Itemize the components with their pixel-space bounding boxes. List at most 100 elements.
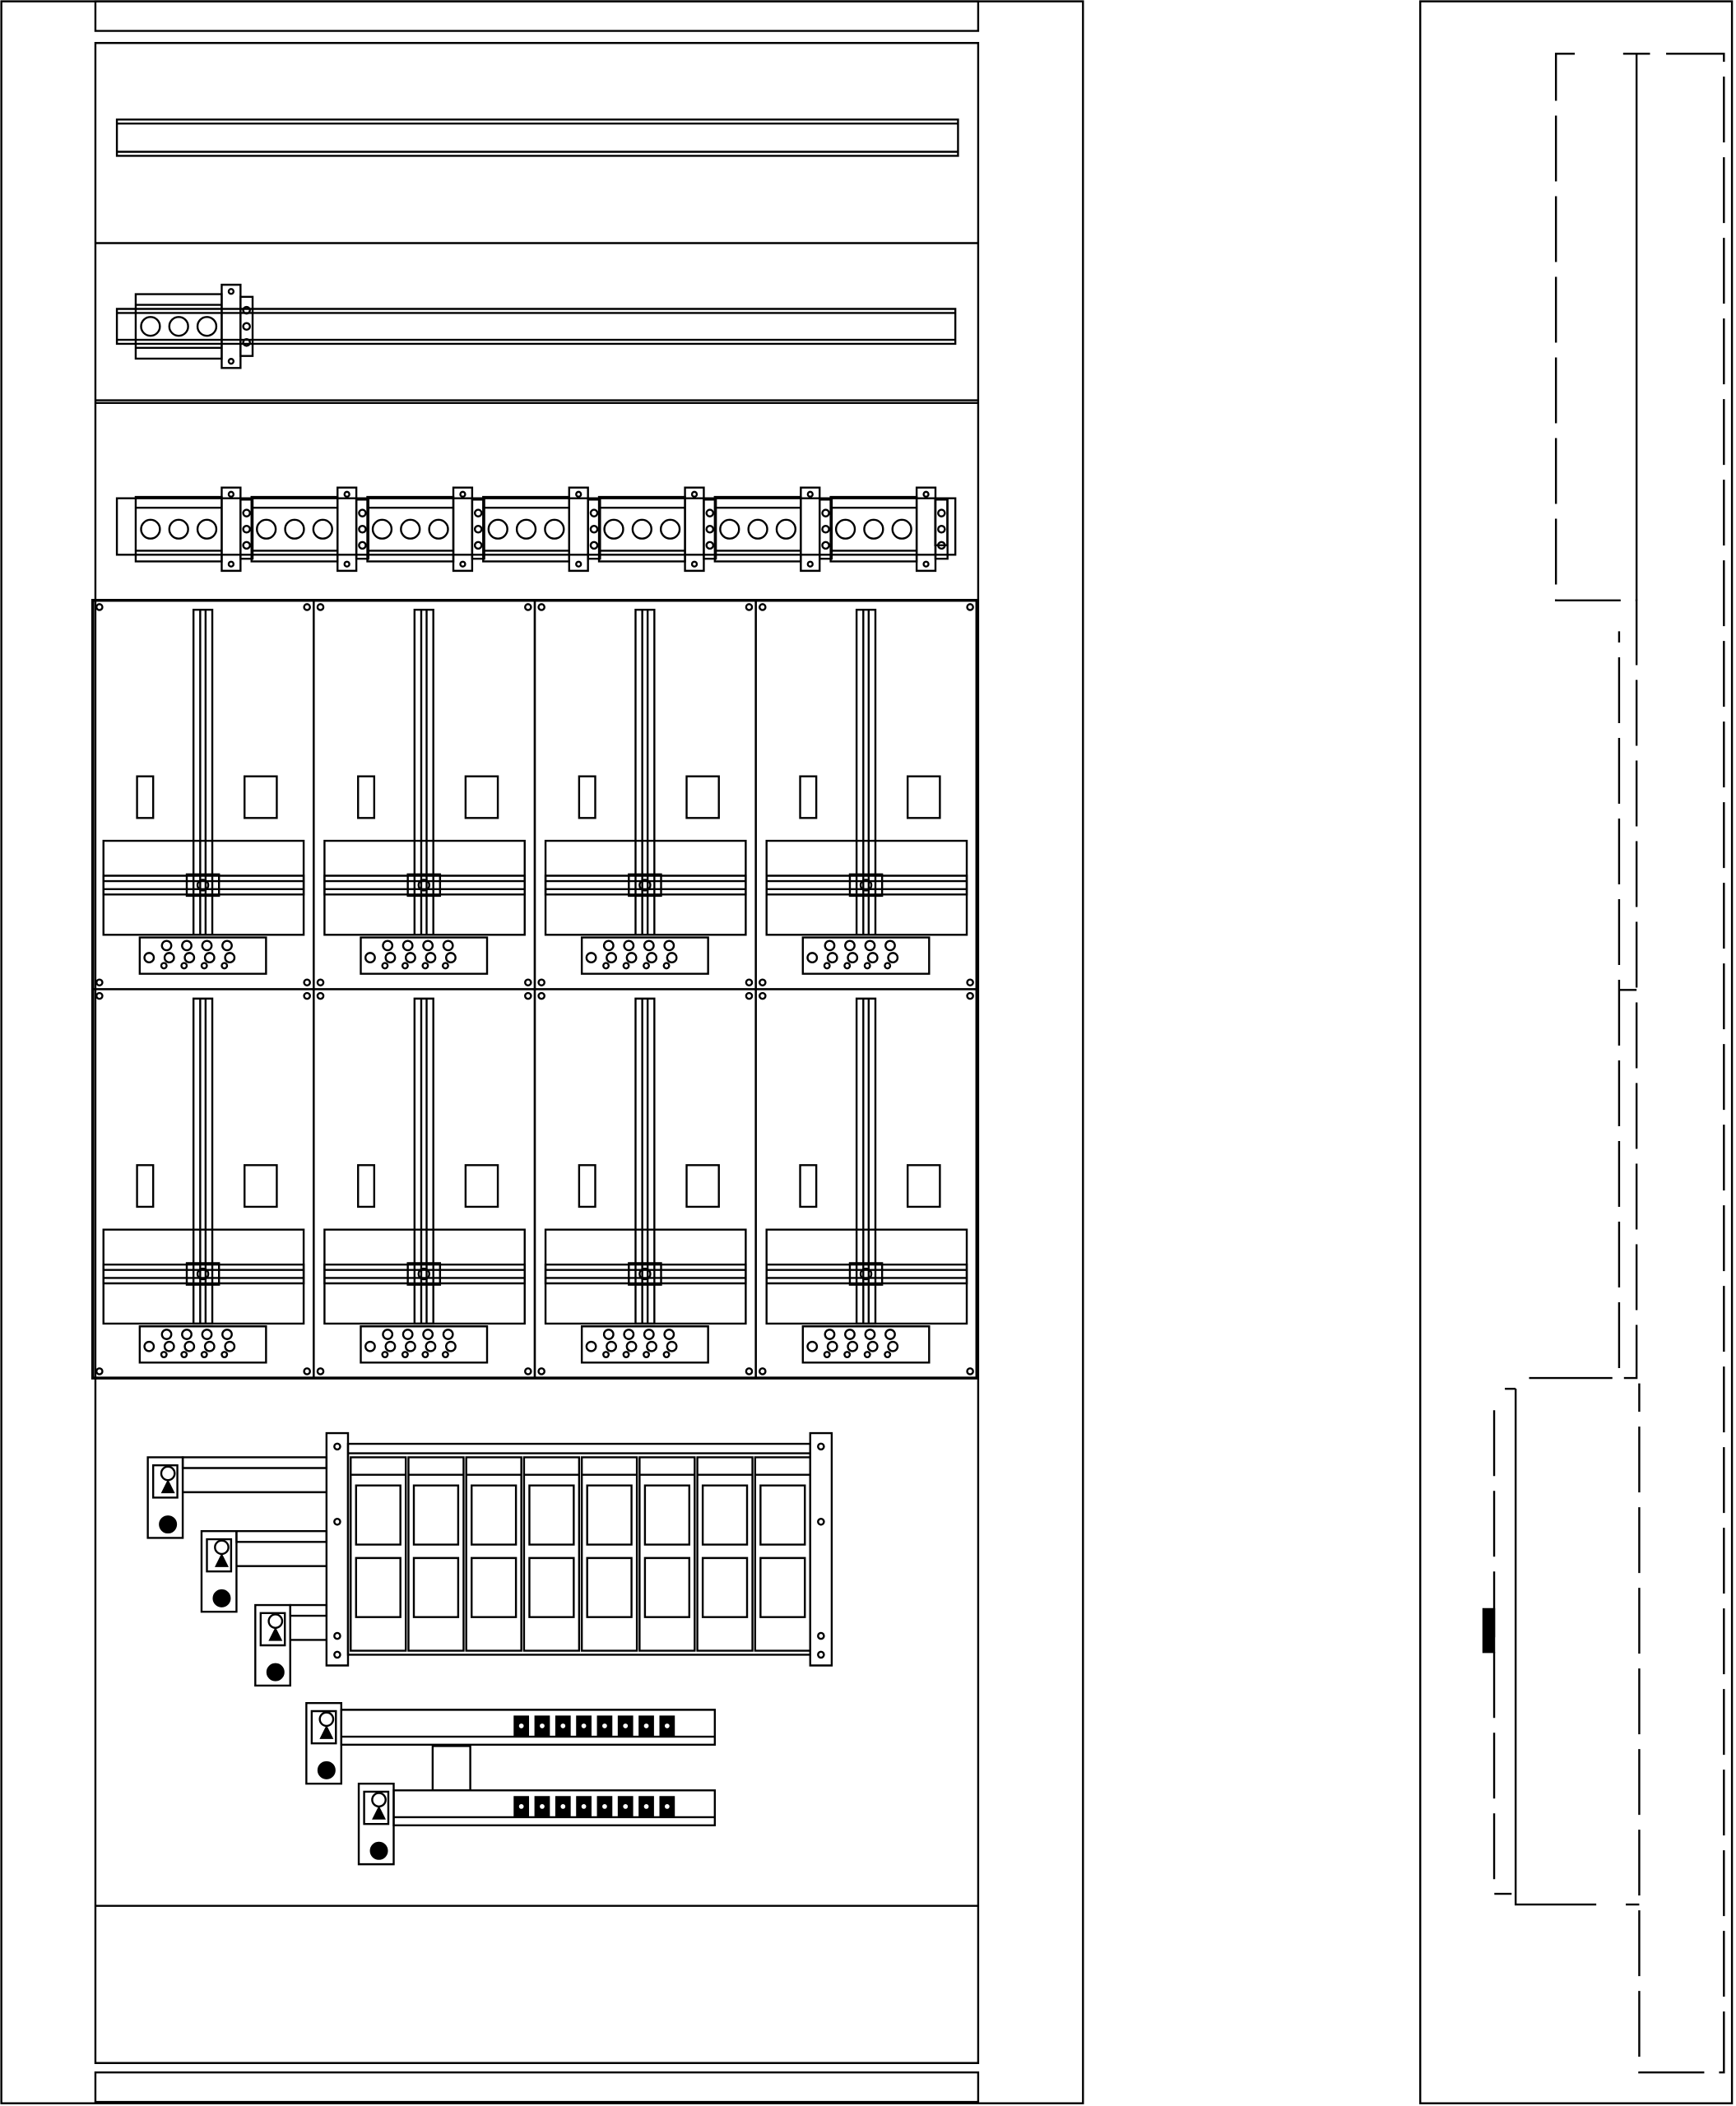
terminal-hole bbox=[202, 1329, 211, 1338]
terminal-hole bbox=[165, 1342, 174, 1351]
terminal-hole bbox=[406, 953, 415, 962]
clamp-screw bbox=[938, 510, 945, 517]
lug-body bbox=[148, 1457, 183, 1538]
terminal-hole bbox=[383, 1329, 392, 1338]
lug-clamp bbox=[261, 1613, 285, 1645]
bar-body bbox=[341, 1709, 715, 1744]
terminal-body bbox=[483, 497, 569, 561]
lug-bolt bbox=[318, 1762, 335, 1779]
terminal-hole-small bbox=[824, 1352, 830, 1357]
meter-window bbox=[466, 1165, 498, 1207]
hidden-outline bbox=[1494, 1410, 1511, 1894]
bracket-hole bbox=[345, 562, 350, 567]
fuse-module-body bbox=[755, 1457, 810, 1650]
corner-fixing bbox=[96, 604, 102, 610]
corner-fixing bbox=[525, 1368, 545, 1374]
terminal-hole bbox=[202, 941, 211, 950]
horizontal-rail bbox=[545, 1264, 745, 1283]
bracket-hole bbox=[576, 492, 581, 497]
meter-mounting-rail bbox=[635, 610, 654, 935]
din-rail-row3 bbox=[117, 488, 955, 571]
terminal-hole bbox=[145, 1342, 154, 1351]
terminal-hole bbox=[185, 1342, 194, 1351]
fixing-screw bbox=[759, 980, 765, 986]
side-view bbox=[1420, 2, 1732, 2104]
bracket-clamp bbox=[356, 499, 369, 559]
terminal-hole bbox=[182, 941, 191, 950]
fixing-screw bbox=[96, 993, 102, 999]
fixing-screw bbox=[539, 993, 545, 999]
terminal-hole-small bbox=[603, 1352, 609, 1357]
terminal-group bbox=[367, 488, 484, 571]
lug-bolt bbox=[214, 1590, 230, 1607]
terminal-hole bbox=[225, 953, 234, 962]
fuse-window-lower bbox=[703, 1558, 747, 1617]
busbar-arm bbox=[236, 1531, 326, 1542]
fuse-module-body bbox=[350, 1457, 406, 1650]
fixing-screw bbox=[318, 980, 323, 986]
bracket-clamp bbox=[819, 499, 832, 559]
fixing-screw bbox=[746, 993, 752, 999]
din-rail bbox=[117, 309, 955, 344]
terminal-hole-small bbox=[402, 963, 408, 969]
rail-clamp bbox=[187, 874, 219, 896]
hidden-outline bbox=[1639, 53, 1724, 2072]
bracket-hole bbox=[808, 492, 813, 497]
terminal-hole-small bbox=[603, 963, 609, 969]
terminal-hole bbox=[828, 1342, 837, 1351]
end-bracket bbox=[685, 488, 717, 571]
fixing-screw bbox=[968, 604, 973, 610]
lug-clamp bbox=[364, 1792, 388, 1824]
fixing-screw bbox=[304, 993, 310, 999]
fuse-module bbox=[466, 1457, 522, 1650]
lug-bolt bbox=[267, 1664, 284, 1681]
side-frame bbox=[1420, 2, 1732, 2104]
screw-hole bbox=[141, 317, 160, 336]
screw-hole bbox=[197, 317, 216, 336]
end-bracket bbox=[569, 488, 601, 571]
fixing-screw bbox=[304, 980, 310, 986]
terminal-hole-small bbox=[443, 963, 448, 969]
screw-hole bbox=[197, 520, 216, 539]
bar-screw bbox=[664, 1723, 671, 1729]
clamp-hole bbox=[861, 879, 871, 890]
horizontal-rail bbox=[767, 1264, 967, 1283]
screw-hole bbox=[313, 520, 332, 539]
meter-slot bbox=[358, 1165, 374, 1207]
clamp-screw bbox=[359, 542, 365, 549]
terminal-hole bbox=[222, 941, 231, 950]
clamp-screw bbox=[822, 510, 829, 517]
meter-field-frame bbox=[93, 601, 314, 990]
rail-clamp bbox=[629, 874, 661, 896]
clamp-hole bbox=[197, 879, 208, 890]
bracket bbox=[221, 488, 240, 571]
fuse-window-upper bbox=[529, 1486, 573, 1545]
terminal-block bbox=[803, 938, 930, 974]
screw-hole bbox=[169, 520, 188, 539]
fixing-screw bbox=[746, 604, 752, 610]
bracket-hole bbox=[692, 492, 697, 497]
terminal-hole bbox=[808, 953, 817, 962]
fixing-screw bbox=[525, 604, 531, 610]
meter-mounting-rail bbox=[415, 610, 434, 935]
bar-screw bbox=[539, 1723, 545, 1729]
screw-hole bbox=[633, 520, 652, 539]
fuse-window-upper bbox=[645, 1486, 689, 1545]
bar-screw bbox=[559, 1723, 566, 1729]
terminal-body bbox=[831, 497, 917, 561]
bar-screw bbox=[581, 1723, 587, 1729]
terminal-hole bbox=[606, 953, 615, 962]
horizontal-rail bbox=[324, 875, 524, 894]
bracket bbox=[685, 488, 704, 571]
clamp-screw bbox=[822, 526, 829, 532]
meter-carrier bbox=[545, 841, 745, 935]
horizontal-rail bbox=[767, 875, 967, 894]
meter-mounting-rail bbox=[193, 999, 212, 1324]
clamp-screw bbox=[591, 542, 597, 549]
meter-carrier bbox=[767, 841, 967, 935]
fuse-window-upper bbox=[587, 1486, 632, 1545]
terminal-body bbox=[367, 497, 453, 561]
lug-bolt bbox=[371, 1843, 388, 1859]
meter-terminal-block bbox=[140, 938, 267, 974]
clamp-screw bbox=[591, 510, 597, 517]
